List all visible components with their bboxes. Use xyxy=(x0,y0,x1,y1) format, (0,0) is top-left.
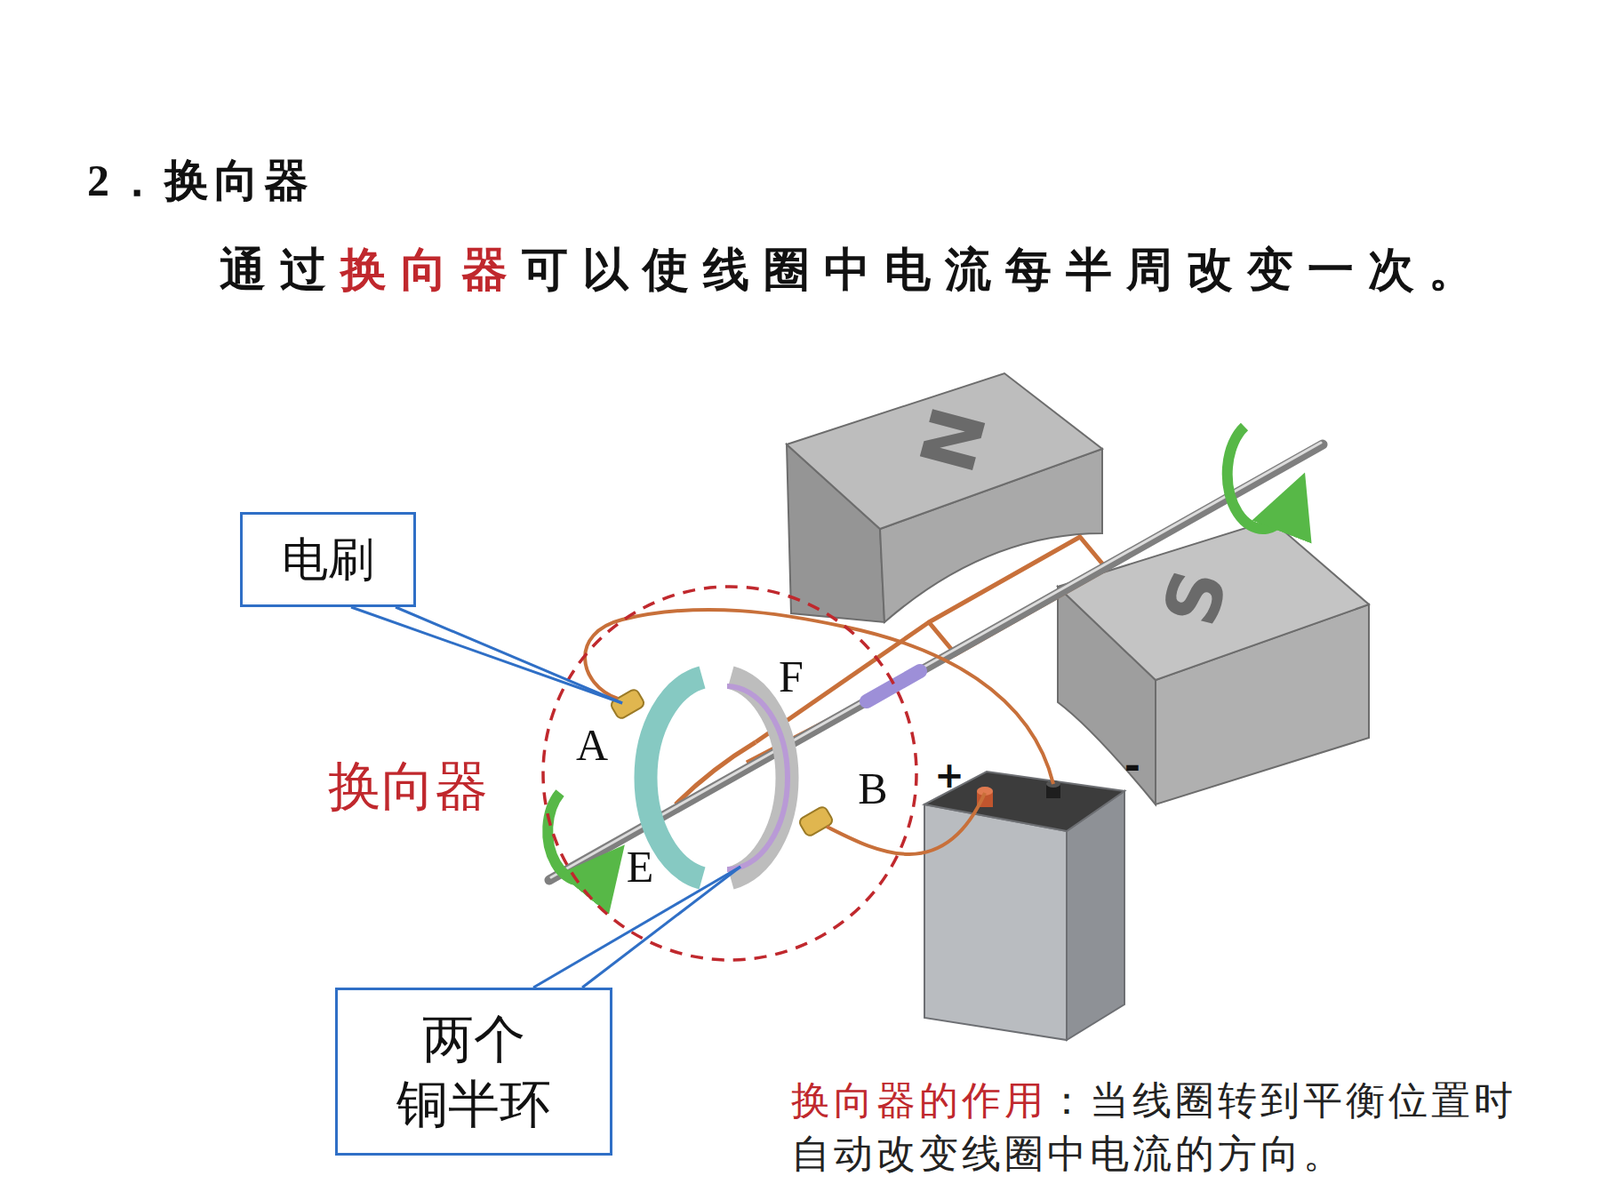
brush xyxy=(609,688,834,838)
battery xyxy=(924,771,1125,1040)
text-line: 换向器的作用：当线圈转到平衡位置时自动改变线圈中电流的方向。 xyxy=(791,1073,1556,1181)
callout-text: 两个 铜半环 xyxy=(362,1007,585,1136)
text-line: 通过换向器可以使线圈中电流每半周改变一次。 xyxy=(219,241,1489,297)
commutator-rings xyxy=(645,677,788,879)
part-label: F xyxy=(778,654,804,699)
part-label: + xyxy=(934,757,965,793)
part-label: - xyxy=(1124,746,1141,786)
callout-text: 电刷 xyxy=(281,530,375,589)
heading: 2．换向器 xyxy=(87,156,314,206)
part-label: 换向器 xyxy=(328,759,488,813)
part-label: E xyxy=(626,844,655,889)
n-magnet xyxy=(786,373,1103,623)
commutator-outline xyxy=(543,586,917,960)
label-text: 通过 xyxy=(219,241,341,296)
callout-box: 电刷 xyxy=(240,512,416,608)
rotation-arrow xyxy=(547,426,1294,881)
label-text: 换向器 xyxy=(340,241,522,296)
callout-box: 两个 铜半环 xyxy=(335,987,613,1156)
part-label: B xyxy=(857,766,888,811)
part-label: A xyxy=(576,722,608,768)
label-text: 换向器的作用 xyxy=(791,1077,1048,1123)
wire xyxy=(584,609,1054,855)
label-text: 可以使线圈中电流每半周改变一次。 xyxy=(521,241,1489,296)
